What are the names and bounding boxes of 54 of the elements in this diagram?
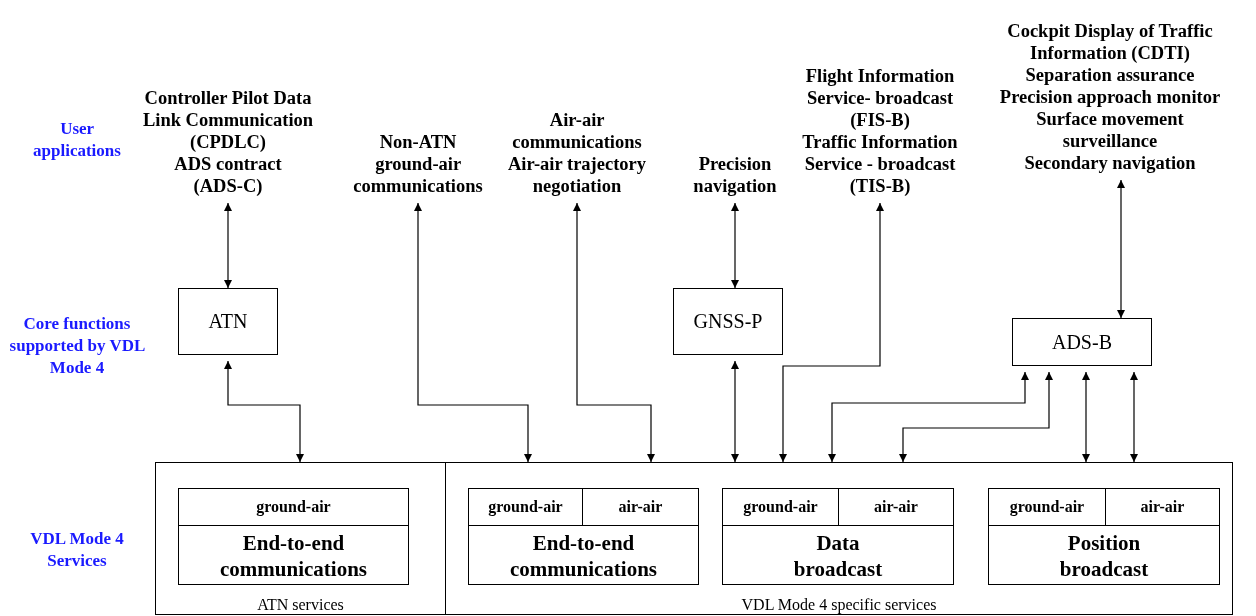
row-label: VDL Mode 4 Services	[29, 528, 125, 572]
service-name: End-to-end communications	[219, 530, 368, 582]
application-label: Traffic Information Service - broadcast (TIS-B)	[801, 131, 959, 197]
service-box	[988, 488, 1220, 585]
row-label: Core functions supported by VDL Mode 4	[8, 313, 146, 379]
connector-arrow	[1117, 179, 1125, 319]
connector-arrow	[899, 371, 1053, 463]
application-label: Non-ATN ground-air communications	[352, 131, 484, 197]
service-name: Data broadcast	[792, 530, 884, 582]
connector-arrow	[1130, 371, 1138, 463]
row-label: User applications	[32, 118, 122, 162]
connector-arrow	[224, 360, 304, 463]
service-name: End-to-end communications	[509, 530, 658, 582]
service-label: ground-air	[1009, 498, 1085, 516]
connector-arrow	[828, 371, 1029, 463]
box-label: GNSS-P	[693, 310, 763, 333]
application-label: Precision approach monitor	[998, 86, 1222, 108]
service-cell	[989, 489, 1106, 526]
service-label: ground-air	[743, 498, 818, 516]
service-label: air-air	[618, 498, 663, 516]
function-box	[673, 288, 783, 355]
service-box	[722, 488, 954, 585]
box-label: ATN	[208, 310, 248, 333]
service-label: air-air	[874, 498, 918, 516]
service-label: air-air	[1140, 498, 1185, 516]
service-label: ground-air	[488, 498, 563, 516]
services-panel	[445, 462, 1233, 615]
box-label: ADS-B	[1052, 330, 1112, 354]
service-cell	[723, 489, 839, 526]
function-box	[178, 288, 278, 355]
service-cell	[469, 489, 583, 526]
application-label: Air-air trajectory negotiation	[506, 153, 648, 197]
panel-caption: VDL Mode 4 specific services	[740, 596, 938, 614]
service-box	[468, 488, 699, 585]
connector-arrow	[414, 202, 532, 463]
connector-arrow	[573, 202, 655, 463]
application-label: Cockpit Display of Traffic Information (CDTI)	[1006, 20, 1214, 64]
application-label: Controller Pilot Data Link Communication (CPDLC)	[141, 87, 315, 153]
application-label: Precision navigation	[692, 153, 778, 197]
connector-arrow	[731, 360, 739, 463]
panel-caption: ATN services	[256, 596, 345, 614]
service-box	[178, 488, 409, 585]
connector-arrow	[224, 202, 232, 289]
application-label: ADS contract (ADS-C)	[173, 153, 283, 197]
application-label: Flight Information Service- broadcast (FIS-B)	[804, 65, 956, 131]
services-panel	[155, 462, 446, 615]
application-label: Secondary navigation	[1023, 152, 1197, 174]
connector-arrow	[779, 202, 884, 463]
application-label: Separation assurance	[1024, 64, 1196, 86]
function-box	[1012, 318, 1152, 366]
service-name: Position broadcast	[1058, 530, 1150, 582]
connector-arrow	[1082, 371, 1090, 463]
connector-arrow	[731, 202, 739, 289]
service-label: ground-air	[256, 498, 331, 516]
